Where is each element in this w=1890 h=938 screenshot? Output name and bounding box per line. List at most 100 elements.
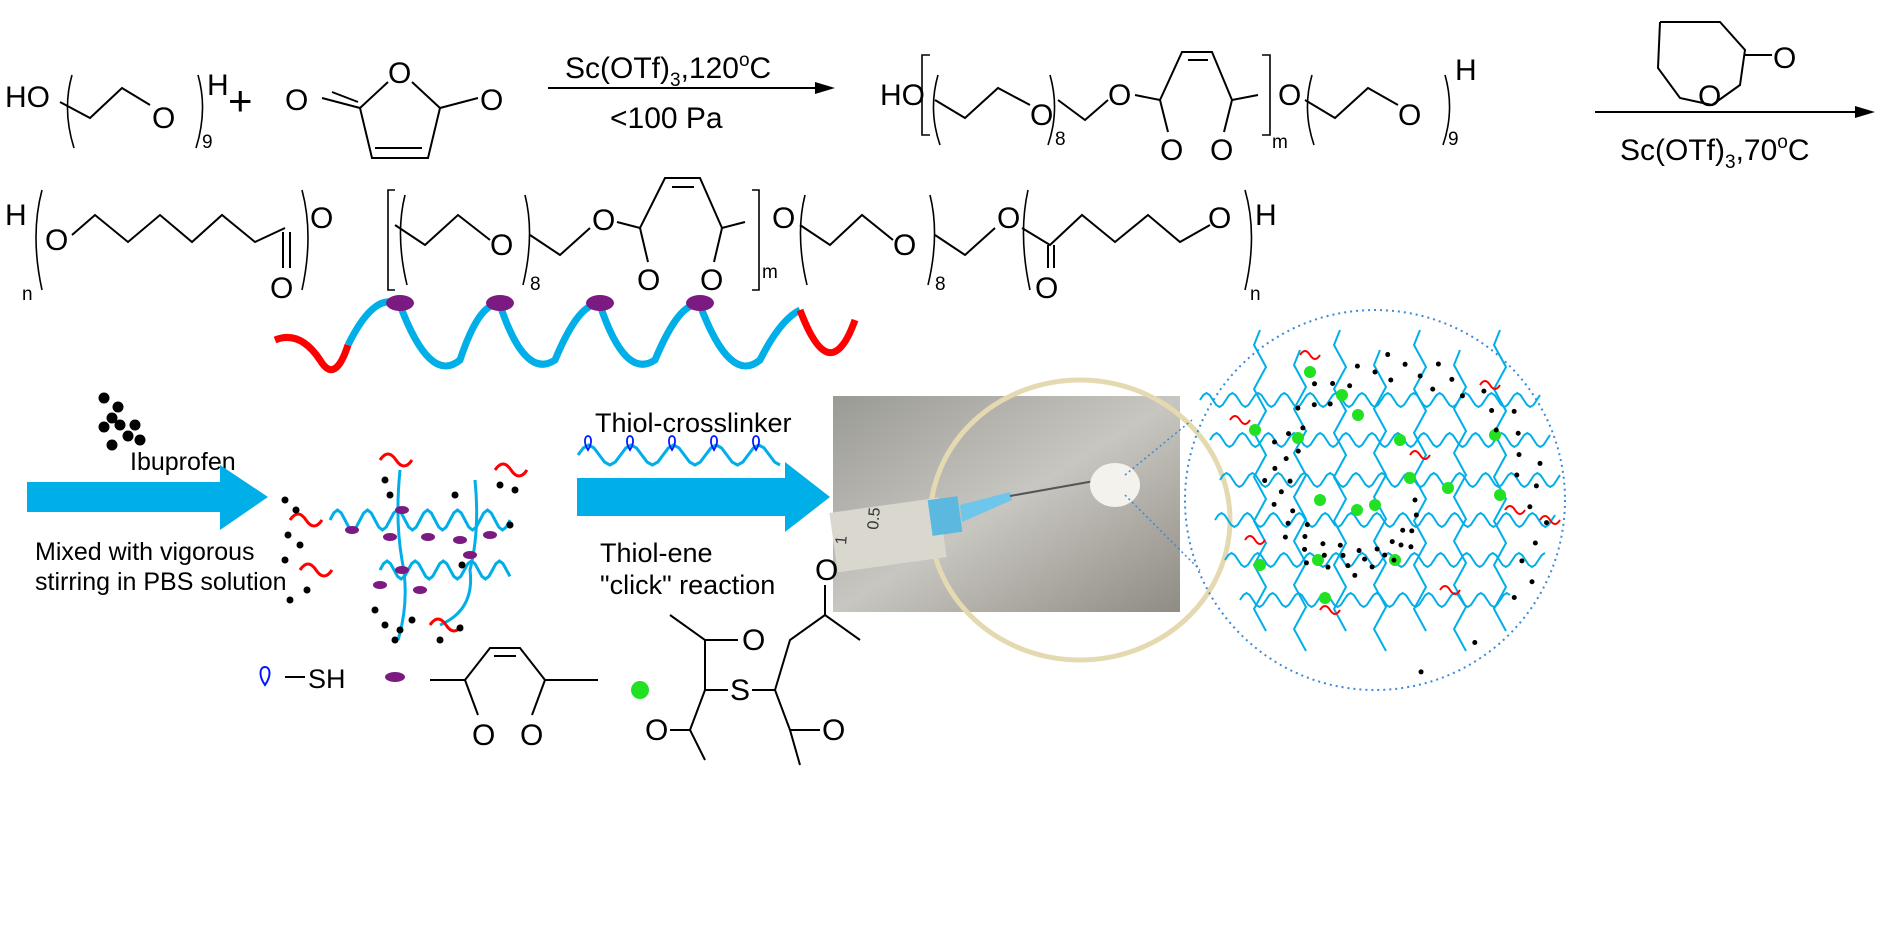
crosslink-point [1494, 489, 1506, 501]
ibuprofen-molecule [1283, 456, 1289, 462]
ibuprofen-molecule [98, 392, 110, 404]
ibuprofen-molecule [1418, 669, 1424, 675]
ibuprofen-molecule [1514, 472, 1520, 478]
repeat-8: 8 [530, 274, 541, 295]
peg-maleate-prepolymer: HO O 8 O O O m O O 9 H [880, 51, 1477, 167]
ibuprofen-molecule [381, 476, 389, 484]
ibuprofen-molecule [456, 624, 464, 632]
ho-label: HO [880, 79, 925, 112]
maleic-anhydride: O O O [285, 57, 503, 159]
click-text-line1: Thiol-ene [600, 538, 713, 568]
peg-chain [1219, 471, 1561, 489]
ibuprofen-molecule [1459, 393, 1465, 399]
ibuprofen-molecule [122, 430, 134, 442]
hydrogel-injection-photo: 0.5 1 [829, 377, 1233, 663]
maleate-unit [413, 586, 427, 594]
crosslink-point [1336, 389, 1348, 401]
repeat-8: 8 [1055, 129, 1066, 150]
maleate-unit [686, 295, 714, 311]
ibuprofen-molecule [284, 531, 292, 539]
ibuprofen-molecule [1519, 558, 1525, 564]
ibuprofen-molecule [286, 596, 294, 604]
plus-sign: + [228, 77, 253, 124]
click-arrow [577, 462, 830, 532]
ibuprofen-molecule [1303, 560, 1309, 566]
ibuprofen-molecule [1345, 563, 1351, 569]
crosslink-point [1351, 504, 1363, 516]
ibuprofen-molecule [391, 636, 399, 644]
crosslink-point [1249, 424, 1261, 436]
ibuprofen-molecule [436, 636, 444, 644]
syringe-mark: 0.5 [865, 507, 884, 531]
peg-chain [328, 508, 512, 532]
ibuprofen-molecule [451, 491, 459, 499]
ibuprofen-molecule [1388, 377, 1394, 383]
maleate-unit [483, 531, 497, 539]
ibuprofen-molecule [1287, 478, 1293, 484]
peg-chain [1239, 591, 1511, 609]
micelle-network [281, 452, 529, 644]
ibuprofen-molecule [129, 419, 141, 431]
syringe-mark: 1 [833, 535, 851, 545]
o-label: O [1030, 99, 1053, 132]
thioether-structure: O O S O O [645, 554, 861, 766]
o-label: O [815, 554, 838, 587]
ibuprofen-molecule [1295, 405, 1301, 411]
repeat-n: n [22, 284, 33, 305]
ibuprofen-molecule [1312, 381, 1318, 387]
crosslink-point [1314, 494, 1326, 506]
crosslinker-chain [576, 443, 781, 467]
ibuprofen-molecule [1295, 448, 1301, 454]
ibuprofen-molecule [112, 401, 124, 413]
thiol-group [626, 435, 634, 452]
ibuprofen-molecule [1537, 460, 1543, 466]
repeat-9: 9 [202, 132, 213, 153]
crosslink-point [1352, 409, 1364, 421]
pcl-block [273, 334, 352, 374]
o-label: O [1035, 272, 1058, 305]
ibuprofen-molecule [1286, 431, 1292, 437]
pcl-end [1319, 605, 1341, 615]
maleate-unit [453, 536, 467, 544]
maleate-unit [463, 551, 477, 559]
maleate-unit [345, 526, 359, 534]
h-label: H [1455, 54, 1477, 87]
crosslinked-hydrogel-network [1199, 329, 1561, 675]
h-label: H [5, 199, 27, 232]
ibuprofen-molecule [281, 496, 289, 504]
maleate-unit [395, 566, 409, 574]
maleate-unit [386, 295, 414, 311]
ibuprofen-molecule [1515, 430, 1521, 436]
pcl-end [1299, 350, 1321, 360]
thiol-drop-icon [259, 665, 271, 687]
ibuprofen-molecule [1533, 483, 1539, 489]
crosslink-point [1319, 592, 1331, 604]
ibuprofen-molecule [1278, 489, 1284, 495]
maleate-unit [383, 533, 397, 541]
o-label: O [270, 272, 293, 305]
crosslink-point [1394, 434, 1406, 446]
o-label: O [388, 57, 411, 90]
ibuprofen-molecule [1347, 383, 1353, 389]
crosslink-point [1369, 499, 1381, 511]
ho-label: HO [5, 81, 50, 114]
repeat-n: n [1250, 284, 1261, 305]
o-label: O [592, 204, 615, 237]
mixing-arrow [27, 465, 268, 530]
o-label: O [152, 102, 175, 135]
o-label: O [1698, 80, 1721, 113]
ibuprofen-molecule [1272, 465, 1278, 471]
legend: SH O O O O S O O [259, 554, 861, 766]
ibuprofen-molecule [1300, 425, 1306, 431]
repeat-9: 9 [1448, 129, 1459, 150]
ibuprofen-molecule [1272, 439, 1278, 445]
ibuprofen-molecule [1493, 427, 1499, 433]
ibuprofen-molecule [1372, 369, 1378, 375]
thiol-group [584, 435, 592, 452]
ibuprofen-molecule [1362, 556, 1368, 562]
pcl-block [796, 308, 859, 356]
pcl-end [1479, 380, 1501, 390]
ibuprofen-molecule [408, 616, 416, 624]
caprolactone: O O [1656, 21, 1796, 113]
o-label: O [645, 714, 668, 747]
